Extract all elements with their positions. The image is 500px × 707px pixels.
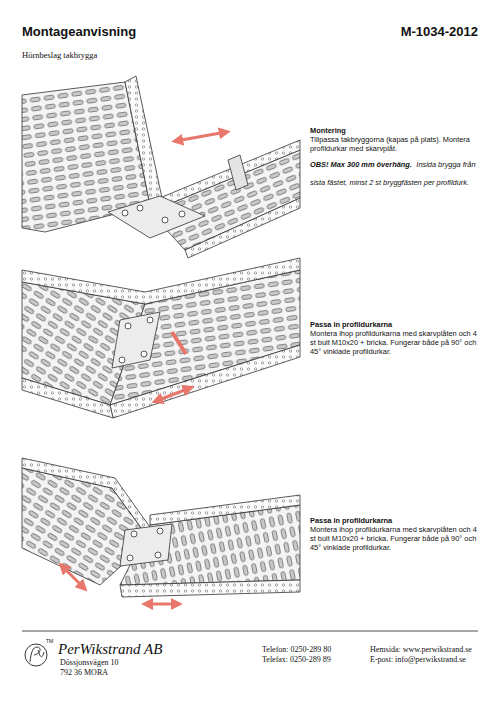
grating-illustration-2-part (22, 378, 113, 418)
step-heading: Passa in profildurkarna (310, 320, 478, 329)
grating-illustration-2-part (119, 357, 125, 363)
email-line: E-post: info@perwikstrand.se (370, 655, 494, 665)
page-title: Montageanvisning (22, 24, 272, 39)
text-group: Hemsida: www.perwikstrand.seE-post: info… (370, 645, 494, 665)
text-group: Hörnbeslag takbrygga (22, 50, 272, 60)
grating-illustration-1-part (125, 76, 162, 205)
text-group: Dössjonsvägen 10792 36 MORA (60, 658, 190, 678)
company-logo-part (30, 647, 44, 662)
step-heading: Montering (310, 126, 478, 135)
grating-illustration-1-part (185, 198, 300, 258)
move-arrow (146, 603, 178, 606)
subtitle: Hörnbeslag takbrygga (22, 50, 272, 60)
grating-illustration-3-part (150, 495, 300, 525)
company-logo (25, 644, 47, 666)
grating-illustration-1 (22, 76, 300, 258)
grating-illustration-2-part (125, 323, 131, 329)
text-group: MonteringTillpassa takbryggorna (kapas p… (310, 126, 478, 189)
grating-illustration-3-part (157, 528, 163, 534)
footer-rule (22, 631, 478, 632)
slide-marker (172, 332, 186, 354)
address-line: 792 36 MORA (60, 668, 190, 678)
move-arrow (62, 566, 84, 588)
step-heading: Passa in profildurkarna (310, 516, 478, 525)
address-line: Dössjonsvägen 10 (60, 658, 190, 668)
move-arrow (176, 132, 226, 141)
fax-line: Telefax: 0250-289 89 (262, 655, 368, 665)
grating-illustration-2 (22, 258, 300, 418)
grating-illustration-1-part (162, 217, 168, 223)
text-group: Montageanvisning (22, 24, 272, 39)
grating-illustration-2-part (22, 258, 300, 304)
grating-illustration-3 (22, 458, 300, 597)
step-text: Tillpassa takbryggorna (kapas på plats).… (310, 135, 478, 153)
text-group: Passa in profildurkarnaMontera ihop prof… (310, 320, 478, 356)
company-logo-part (25, 644, 47, 666)
grating-illustration-1-part (122, 210, 128, 216)
text-group: TM (46, 638, 60, 644)
step-text: Montera ihop profildurkarna med skarvplå… (310, 329, 478, 356)
document-code: M-1034-2012 (300, 24, 478, 39)
text-group: Passa in profildurkarnaMontera ihop prof… (310, 516, 478, 552)
grating-illustration-3-part (120, 580, 300, 597)
website-line: Hemsida: www.perwikstrand.se (370, 645, 494, 655)
grating-illustration-1-part (137, 205, 143, 211)
grating-illustration-3-part (22, 458, 152, 540)
text-group: PerWikstrand AB (58, 641, 208, 658)
step-text: Montera ihop profildurkarna med skarvplå… (310, 525, 478, 552)
warning-text: OBS! Max 300 mm överhäng. (310, 160, 412, 169)
phone-line: Telefon: 0250-289 80 (262, 645, 368, 655)
grating-illustration-1-part (108, 196, 205, 238)
grating-illustration-1-part (228, 155, 248, 190)
text-group: M-1034-2012 (300, 24, 478, 39)
grating-illustration-3-part (155, 552, 161, 558)
move-arrow (156, 388, 190, 401)
grating-illustration-3-part (131, 531, 137, 537)
grating-illustration-1-part (179, 211, 185, 217)
grating-illustration-3-part (120, 524, 172, 566)
grating-illustration-3-part (127, 555, 133, 561)
company-name: PerWikstrand AB (58, 641, 208, 658)
text-group: Telefon: 0250-289 80Telefax: 0250-289 89 (262, 645, 368, 665)
grating-illustration-2-part (141, 351, 147, 357)
grating-illustration-2-part (147, 317, 153, 323)
grating-illustration-2-part (112, 312, 160, 368)
trademark-mark: TM (46, 638, 60, 644)
